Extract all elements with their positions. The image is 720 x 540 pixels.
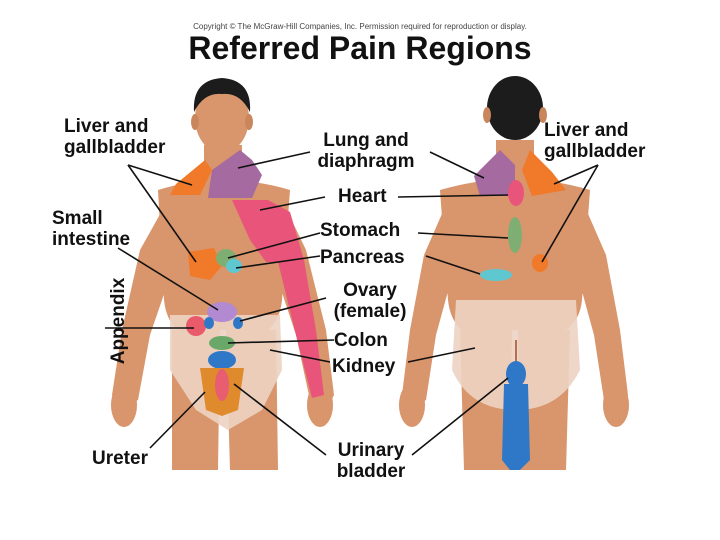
front-right-ear xyxy=(191,114,199,130)
back-right-ear xyxy=(483,107,491,123)
page-title: Referred Pain Regions xyxy=(188,30,532,66)
label-stomach: Stomach xyxy=(320,220,401,241)
label-ureter: Ureter xyxy=(92,448,148,469)
front-hair xyxy=(193,78,251,112)
label-lung-line2: diaphragm xyxy=(317,151,415,172)
label-ovary: Ovary (female) xyxy=(322,280,418,322)
back-heart-region xyxy=(508,180,524,206)
label-ovary-line2: (female) xyxy=(333,301,407,322)
label-liver-back-line2: gallbladder xyxy=(544,141,646,162)
back-kidney-leg-region xyxy=(502,384,530,470)
label-liver-back-line1: Liver and xyxy=(544,120,629,141)
front-right-hand xyxy=(111,383,137,427)
copyright-notice: Copyright © The McGraw-Hill Companies, I… xyxy=(193,22,527,31)
front-head xyxy=(195,83,249,153)
back-kidney-region xyxy=(506,361,526,387)
label-small-intestine: Small intestine xyxy=(52,208,130,250)
label-ovary-line1: Ovary xyxy=(343,280,397,301)
front-left-ear xyxy=(245,114,253,130)
label-liver-gallbladder-front: Liver and gallbladder xyxy=(64,116,165,158)
back-left-hand xyxy=(603,383,629,427)
back-liver-neck-region xyxy=(522,150,566,196)
front-ovary-left-region xyxy=(233,317,243,329)
back-right-arm xyxy=(402,200,456,410)
label-liver-gallbladder-back: Liver and gallbladder xyxy=(544,120,645,162)
back-left-arm xyxy=(574,200,628,410)
front-liver-abdomen-region xyxy=(188,248,222,280)
front-colon-region xyxy=(209,336,235,350)
back-right-hand xyxy=(399,383,425,427)
label-bladder-line2: bladder xyxy=(336,461,406,482)
front-pancreas-region xyxy=(226,259,242,273)
back-figure xyxy=(399,76,629,470)
label-urinary-bladder: Urinary bladder xyxy=(326,440,416,482)
front-appendix-region xyxy=(186,316,206,336)
label-liver-front-line2: gallbladder xyxy=(64,137,166,158)
front-bladder-region xyxy=(215,369,229,401)
back-stomach-region xyxy=(508,217,522,253)
front-heart-arm-region xyxy=(232,200,324,398)
label-lung-diaphragm: Lung and diaphragm xyxy=(306,130,426,172)
label-colon: Colon xyxy=(334,330,388,351)
label-kidney: Kidney xyxy=(332,356,396,377)
label-liver-front-line1: Liver and xyxy=(64,116,149,137)
front-ovary-right-region xyxy=(204,317,214,329)
front-kidney-region xyxy=(208,351,236,369)
back-torso xyxy=(440,179,590,330)
front-right-arm xyxy=(112,200,175,410)
label-heart: Heart xyxy=(338,186,387,207)
back-pancreas-region xyxy=(480,269,512,281)
back-lung-neck-region xyxy=(474,150,515,196)
label-pancreas: Pancreas xyxy=(320,247,405,268)
label-small-intestine-line1: Small xyxy=(52,208,103,229)
label-bladder-line1: Urinary xyxy=(337,440,405,461)
front-lung-neck-region xyxy=(208,150,262,198)
label-appendix: Appendix xyxy=(108,277,129,365)
label-small-intestine-line2: intestine xyxy=(52,229,131,250)
leader-lines xyxy=(105,151,599,456)
label-lung-line1: Lung and xyxy=(323,130,409,151)
back-head xyxy=(487,76,543,140)
back-left-ear xyxy=(539,107,547,123)
front-liver-neck-region xyxy=(170,160,212,195)
